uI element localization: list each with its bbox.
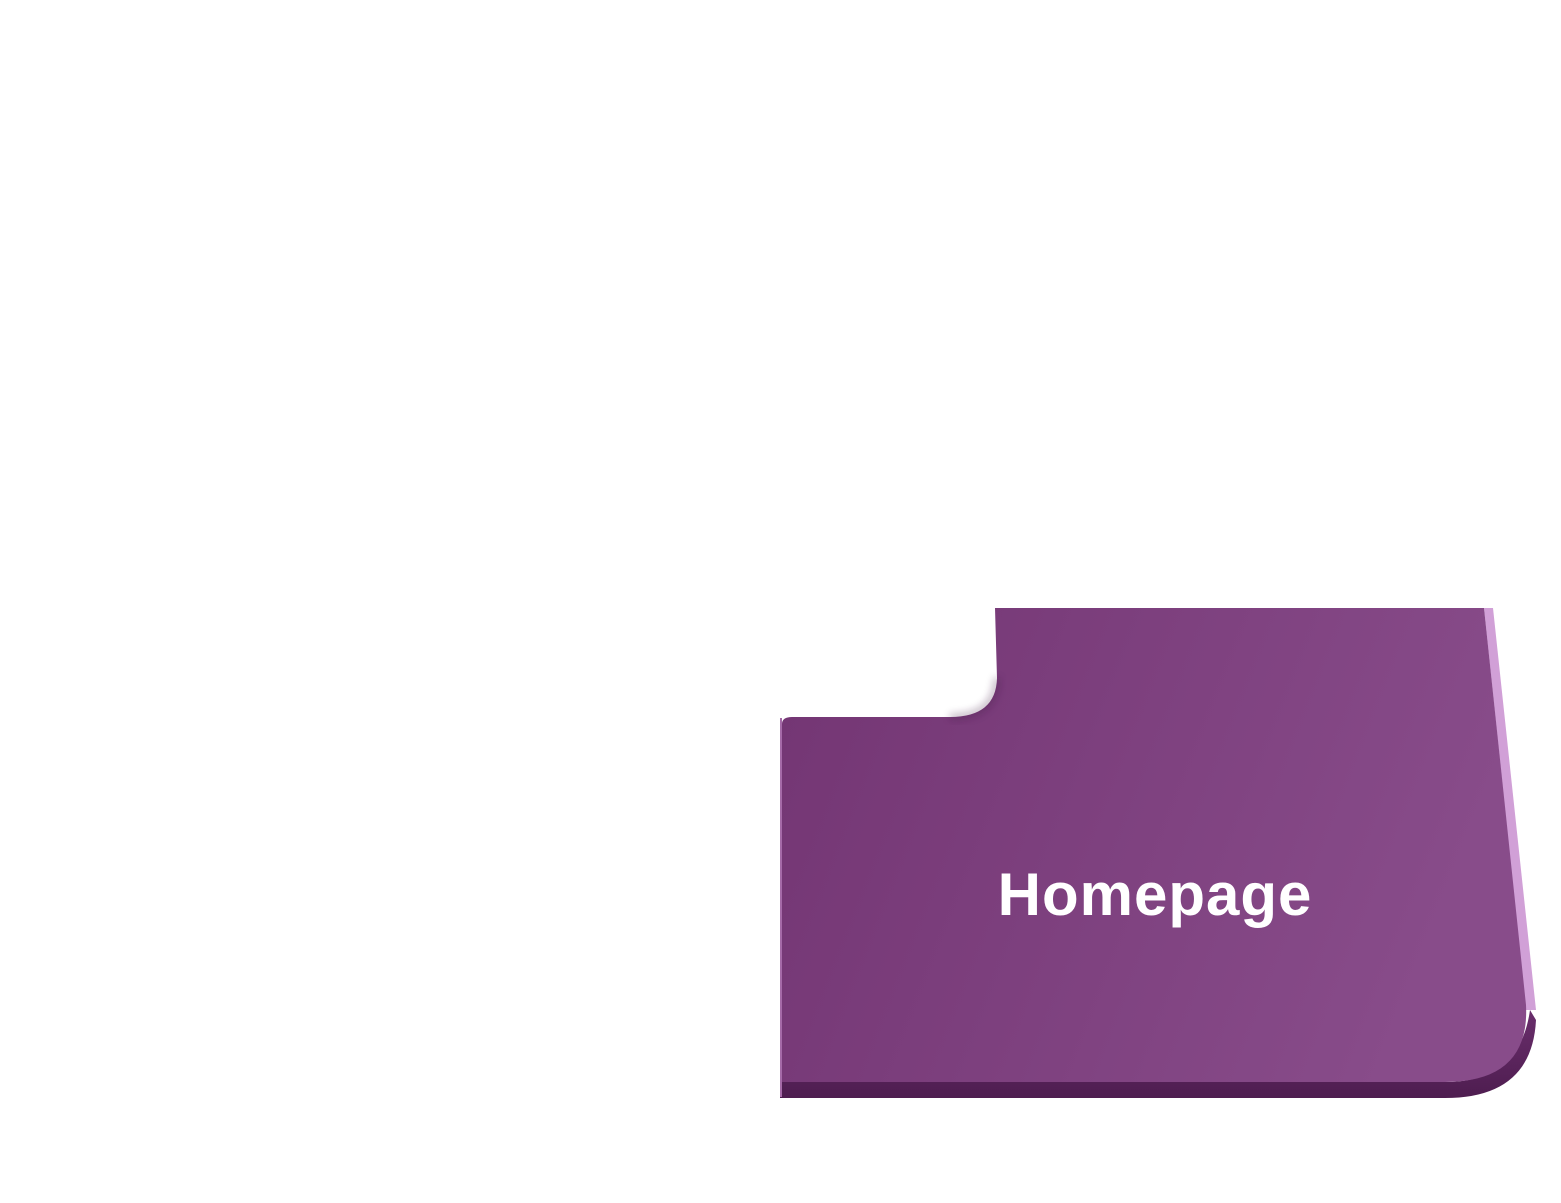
tab-bottom-bevel	[780, 1010, 1536, 1098]
tab-right-bevel	[1484, 608, 1536, 1010]
tab-body[interactable]	[782, 608, 1527, 1082]
tab-label: Homepage	[997, 861, 1313, 928]
notch-shadow	[949, 677, 1000, 720]
